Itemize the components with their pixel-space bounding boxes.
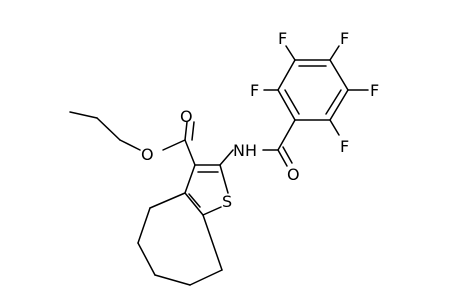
bond-thio-c7a-c3a-inner	[188, 193, 201, 208]
bond-c3-ester-c	[184, 139, 196, 166]
bond-thio-c3a-c3	[184, 164, 196, 194]
bond-hept-c7-c8	[189, 269, 223, 286]
atom-nh: NH	[233, 141, 257, 160]
bond-ch2-ch3	[69, 111, 98, 119]
bond-carbonyl-o	[277, 149, 288, 167]
atom-o-ester-carbonyl: O	[180, 107, 193, 126]
bond-hept-c5-c6	[137, 242, 156, 276]
atom-o-carbonyl: O	[287, 165, 300, 184]
atom-o-ester: O	[141, 145, 154, 164]
bond-ester-c-o-double	[184, 121, 188, 141]
bond-ch2-ch2	[96, 117, 121, 141]
atom-f-bottom-right: F	[340, 137, 349, 156]
bond-hept-c8-c7a	[202, 214, 223, 271]
bond-ring-c5-c6	[277, 89, 296, 121]
bond-ring-c2-c3	[329, 59, 349, 91]
atom-s: S	[222, 192, 232, 211]
atom-f-left: F	[250, 81, 259, 100]
bond-ring-c5-c6-inner	[284, 89, 300, 115]
bond-cf-bottom-right	[329, 119, 340, 136]
bond-o-ch2	[119, 139, 141, 151]
bond-thio-c2-s	[219, 164, 229, 194]
bond-ring-c3-c4-inner	[325, 89, 342, 115]
bond-thio-c7a-c3a	[184, 192, 204, 216]
bond-ring-c6-c1	[277, 59, 296, 91]
atom-f-top-left: F	[278, 29, 287, 48]
atom-f-top-right: F	[340, 29, 349, 48]
bond-thio-s-c7a	[202, 206, 222, 216]
bond-hept-c3a-c4	[149, 192, 186, 209]
bond-hept-c6-c7	[154, 274, 191, 286]
bond-n-thiophene	[219, 149, 234, 166]
bond-ester-c-o	[162, 139, 186, 151]
bond-ring-c3-c4	[329, 89, 349, 121]
bond-cf-top-right	[329, 45, 340, 61]
bond-ester-c-o-double-2	[191, 121, 195, 141]
atom-f-right: F	[370, 81, 379, 100]
bond-hept-c4-c5	[137, 207, 151, 244]
bond-ring-to-carbonyl	[277, 119, 296, 151]
bond-carbonyl-o-double	[282, 146, 293, 164]
bond-cf-top-left	[285, 45, 296, 61]
